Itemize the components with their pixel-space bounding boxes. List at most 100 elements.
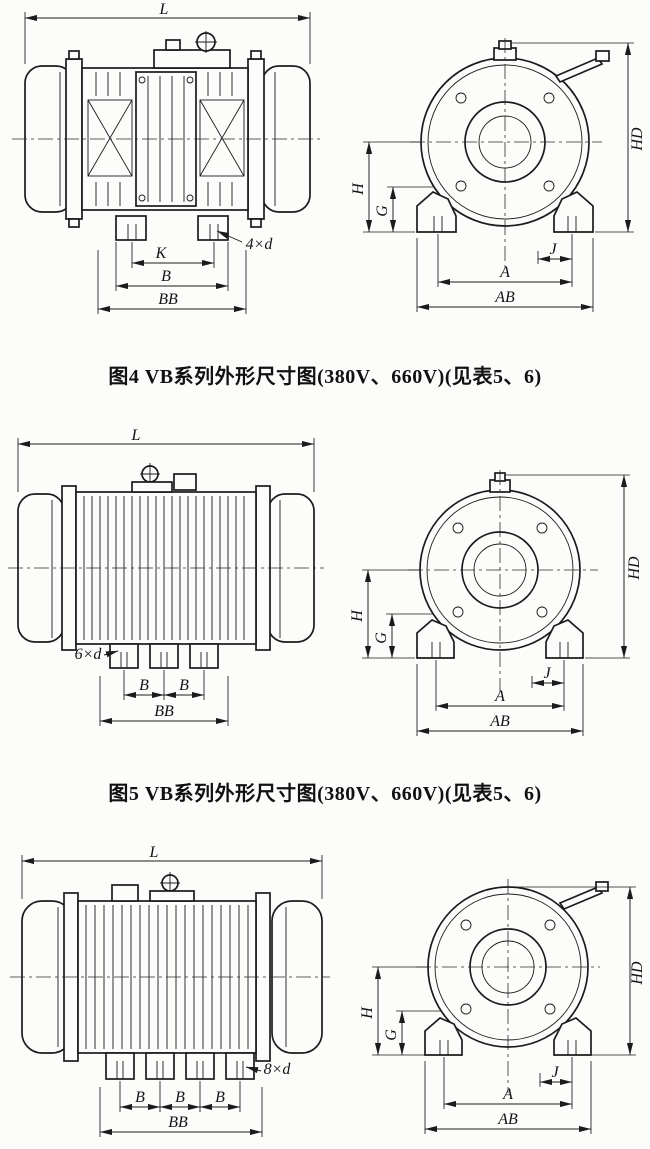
dim-label-H: H [359, 1006, 376, 1020]
cover-bolt [544, 919, 556, 931]
dimension-HD: HD [512, 886, 646, 1056]
cover-bolt [186, 76, 194, 84]
holes-label: 4×d [246, 236, 274, 253]
dimension-BB: BB [99, 676, 229, 726]
dimension-B: B [115, 242, 229, 291]
dim-label-K: K [155, 245, 168, 262]
dimension-K: K [131, 242, 215, 268]
holes-label: 8×d [264, 1061, 292, 1078]
dim-label-J: J [551, 1064, 559, 1081]
dimension-L: L [21, 844, 323, 899]
figure-5-end-view: H G HD J A [349, 470, 643, 736]
mounting-foot [416, 190, 457, 233]
cover-bolt [536, 522, 548, 534]
cover-bolt [536, 606, 548, 618]
dimension-G: G [374, 186, 433, 233]
dim-label-B: B [139, 677, 149, 694]
mounting-foot [189, 643, 219, 669]
cover-bolt [186, 194, 194, 202]
dim-label-G: G [383, 1029, 400, 1041]
cover-bolt [452, 522, 464, 534]
mounting-foot [105, 1052, 135, 1080]
hole-callout: 8×d [245, 1061, 292, 1078]
terminal-box [111, 884, 139, 902]
cable-gland-handle [554, 50, 610, 84]
cover-bolt [452, 606, 464, 618]
terminal-box [173, 473, 197, 491]
figure-6-end-view: H G HD J A [359, 879, 646, 1134]
mounting-foot [185, 1052, 215, 1080]
terminal-box [153, 39, 231, 69]
mounting-foot [225, 1052, 255, 1080]
dimension-BB: BB [97, 250, 247, 314]
mounting-feet [105, 1052, 255, 1080]
right-weight-cover [199, 72, 245, 206]
cover-bolt [460, 1003, 472, 1015]
dim-label-J: J [549, 241, 557, 258]
figure-5-caption: 图5 VB系列外形尺寸图(380V、660V)(见表5、6) [108, 781, 541, 805]
dim-label-B: B [179, 677, 189, 694]
lifting-eyebolt [195, 31, 217, 53]
left-weight-cover [87, 72, 133, 206]
dimension-AB: AB [416, 664, 584, 736]
dimension-A: A [437, 234, 573, 287]
mounting-foot [109, 643, 139, 669]
eyebolt-base [149, 890, 195, 902]
dim-label-B: B [161, 268, 171, 285]
mounting-feet [115, 215, 229, 241]
dim-label-BB: BB [154, 703, 174, 720]
hole-callout: 4×d [216, 230, 274, 253]
dim-label-A: A [499, 264, 510, 281]
dim-label-HD: HD [626, 556, 643, 581]
flange-bolt [250, 218, 262, 228]
mounting-foot [145, 1052, 175, 1080]
figure-5: L 6×d B B BB [8, 427, 643, 736]
cover-bolt [138, 76, 146, 84]
mounting-foot [149, 643, 179, 669]
dimension-AB: AB [416, 238, 594, 312]
dimension-L: L [24, 1, 311, 64]
flange-bolt [68, 218, 80, 228]
figure-4-caption: 图4 VB系列外形尺寸图(380V、660V)(见表5、6) [108, 364, 541, 388]
mounting-foot [424, 1017, 463, 1056]
mounting-feet [416, 190, 594, 233]
cover-bolt [455, 180, 467, 192]
dimension-J: J [537, 234, 573, 287]
figure-4: L 4×d K B BB [12, 1, 646, 314]
motor-body [21, 872, 323, 1062]
dim-label-L: L [131, 427, 141, 444]
cable-gland-handle [558, 881, 609, 911]
hole-callout: 6×d [75, 646, 119, 663]
mounting-foot [553, 190, 594, 233]
mounting-feet [109, 643, 219, 669]
figure-5-side-view: L 6×d B B BB [8, 427, 324, 726]
eyebolt-base [131, 481, 173, 493]
dimension-J: J [531, 660, 565, 711]
dim-label-B: B [135, 1089, 145, 1106]
dimension-G: G [383, 1010, 441, 1056]
flange-bolt [250, 50, 262, 60]
dim-label-H: H [349, 609, 366, 623]
mounting-feet [416, 619, 584, 659]
cover-bolt [543, 92, 555, 104]
dim-label-BB: BB [158, 291, 178, 308]
dimension-L: L [17, 427, 315, 492]
figure-4-end-view: H G HD J A [350, 38, 646, 312]
flange-bolt [68, 50, 80, 60]
dimension-BB: BB [99, 1087, 263, 1137]
holes-label: 6×d [75, 646, 103, 663]
mounting-foot [545, 619, 584, 659]
mounting-feet [424, 1017, 592, 1056]
dim-label-G: G [374, 205, 391, 217]
dimension-HD: HD [512, 42, 646, 233]
dimension-H: H [350, 141, 420, 233]
motor-body [17, 463, 315, 651]
cover-bolt [455, 92, 467, 104]
mounting-foot [416, 619, 455, 659]
mounting-foot [197, 215, 229, 241]
cover-bolt [543, 180, 555, 192]
dim-label-J: J [543, 665, 551, 682]
dimension-HD: HD [505, 474, 643, 659]
